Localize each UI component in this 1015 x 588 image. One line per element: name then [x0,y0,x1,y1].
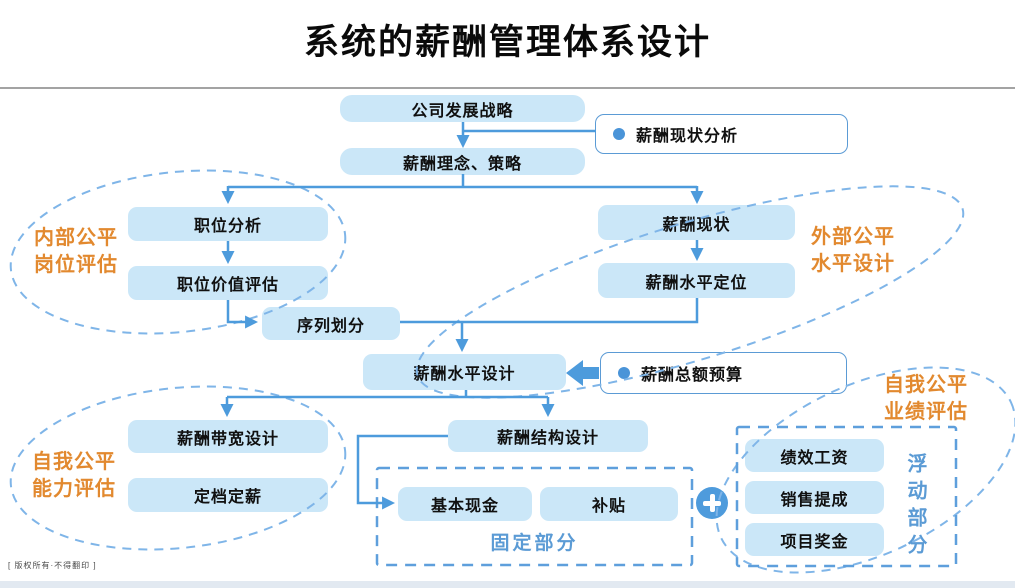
callout-salary-total-budget: 薪酬总额预算 [600,352,847,394]
node-salary-structure-design: 薪酬结构设计 [448,420,648,452]
callout-label: 薪酬总额预算 [641,367,744,384]
node-salary-level-design: 薪酬水平设计 [363,354,566,390]
annotation-external-fairness: 外部公平 水平设计 [811,224,895,278]
line-positioning-sequence-merge [400,298,699,324]
node-philosophy: 薪酬理念、策略 [340,148,585,175]
floating-part-label: 浮动部分 [904,453,926,561]
bullet-icon [613,128,625,140]
title-divider [0,87,1015,89]
node-salary-level-positioning: 薪酬水平定位 [598,263,795,298]
node-allowance: 补贴 [540,487,678,521]
arrow-evaluation-to-sequence [226,300,259,329]
node-strategy: 公司发展战略 [340,95,585,122]
line-level-design-split [227,390,548,399]
annotation-line: 自我公平 [884,374,968,396]
annotation-line: 自我公平 [32,451,116,473]
node-sales-commission: 销售提成 [745,481,884,514]
annotation-line: 水平设计 [811,253,895,275]
node-salary-status: 薪酬现状 [598,205,795,240]
node-grade-and-set-salary: 定档定薪 [128,478,328,512]
annotation-internal-fairness: 内部公平 岗位评估 [34,225,118,279]
node-job-analysis: 职位分析 [128,207,328,241]
copyright-note: [ 版权所有·不得翻印 ] [8,561,97,570]
node-sequence-division: 序列划分 [262,307,400,340]
node-base-cash: 基本现金 [398,487,532,521]
node-performance-pay: 绩效工资 [745,439,884,472]
node-project-bonus: 项目奖金 [745,523,884,556]
line-philosophy-split [228,174,697,189]
annotation-line: 业绩评估 [884,401,968,423]
node-salary-band-design: 薪酬带宽设计 [128,420,328,453]
page-title: 系统的薪酬管理体系设计 [303,23,711,62]
annotation-self-fairness-ability: 自我公平 能力评估 [32,449,116,503]
fixed-part-label: 固定部分 [490,533,579,554]
plus-icon [696,487,728,519]
bottom-bar [0,581,1015,588]
annotation-line: 内部公平 [34,227,118,249]
budget-arrow [566,360,599,386]
node-job-value-evaluation: 职位价值评估 [128,266,328,300]
callout-label: 薪酬现状分析 [636,128,739,145]
annotation-line: 外部公平 [811,226,895,248]
annotation-self-fairness-performance: 自我公平 业绩评估 [884,372,968,426]
annotation-line: 能力评估 [32,478,116,500]
annotation-line: 岗位评估 [34,254,118,276]
bullet-icon [618,367,630,379]
callout-salary-status-analysis: 薪酬现状分析 [595,114,848,154]
